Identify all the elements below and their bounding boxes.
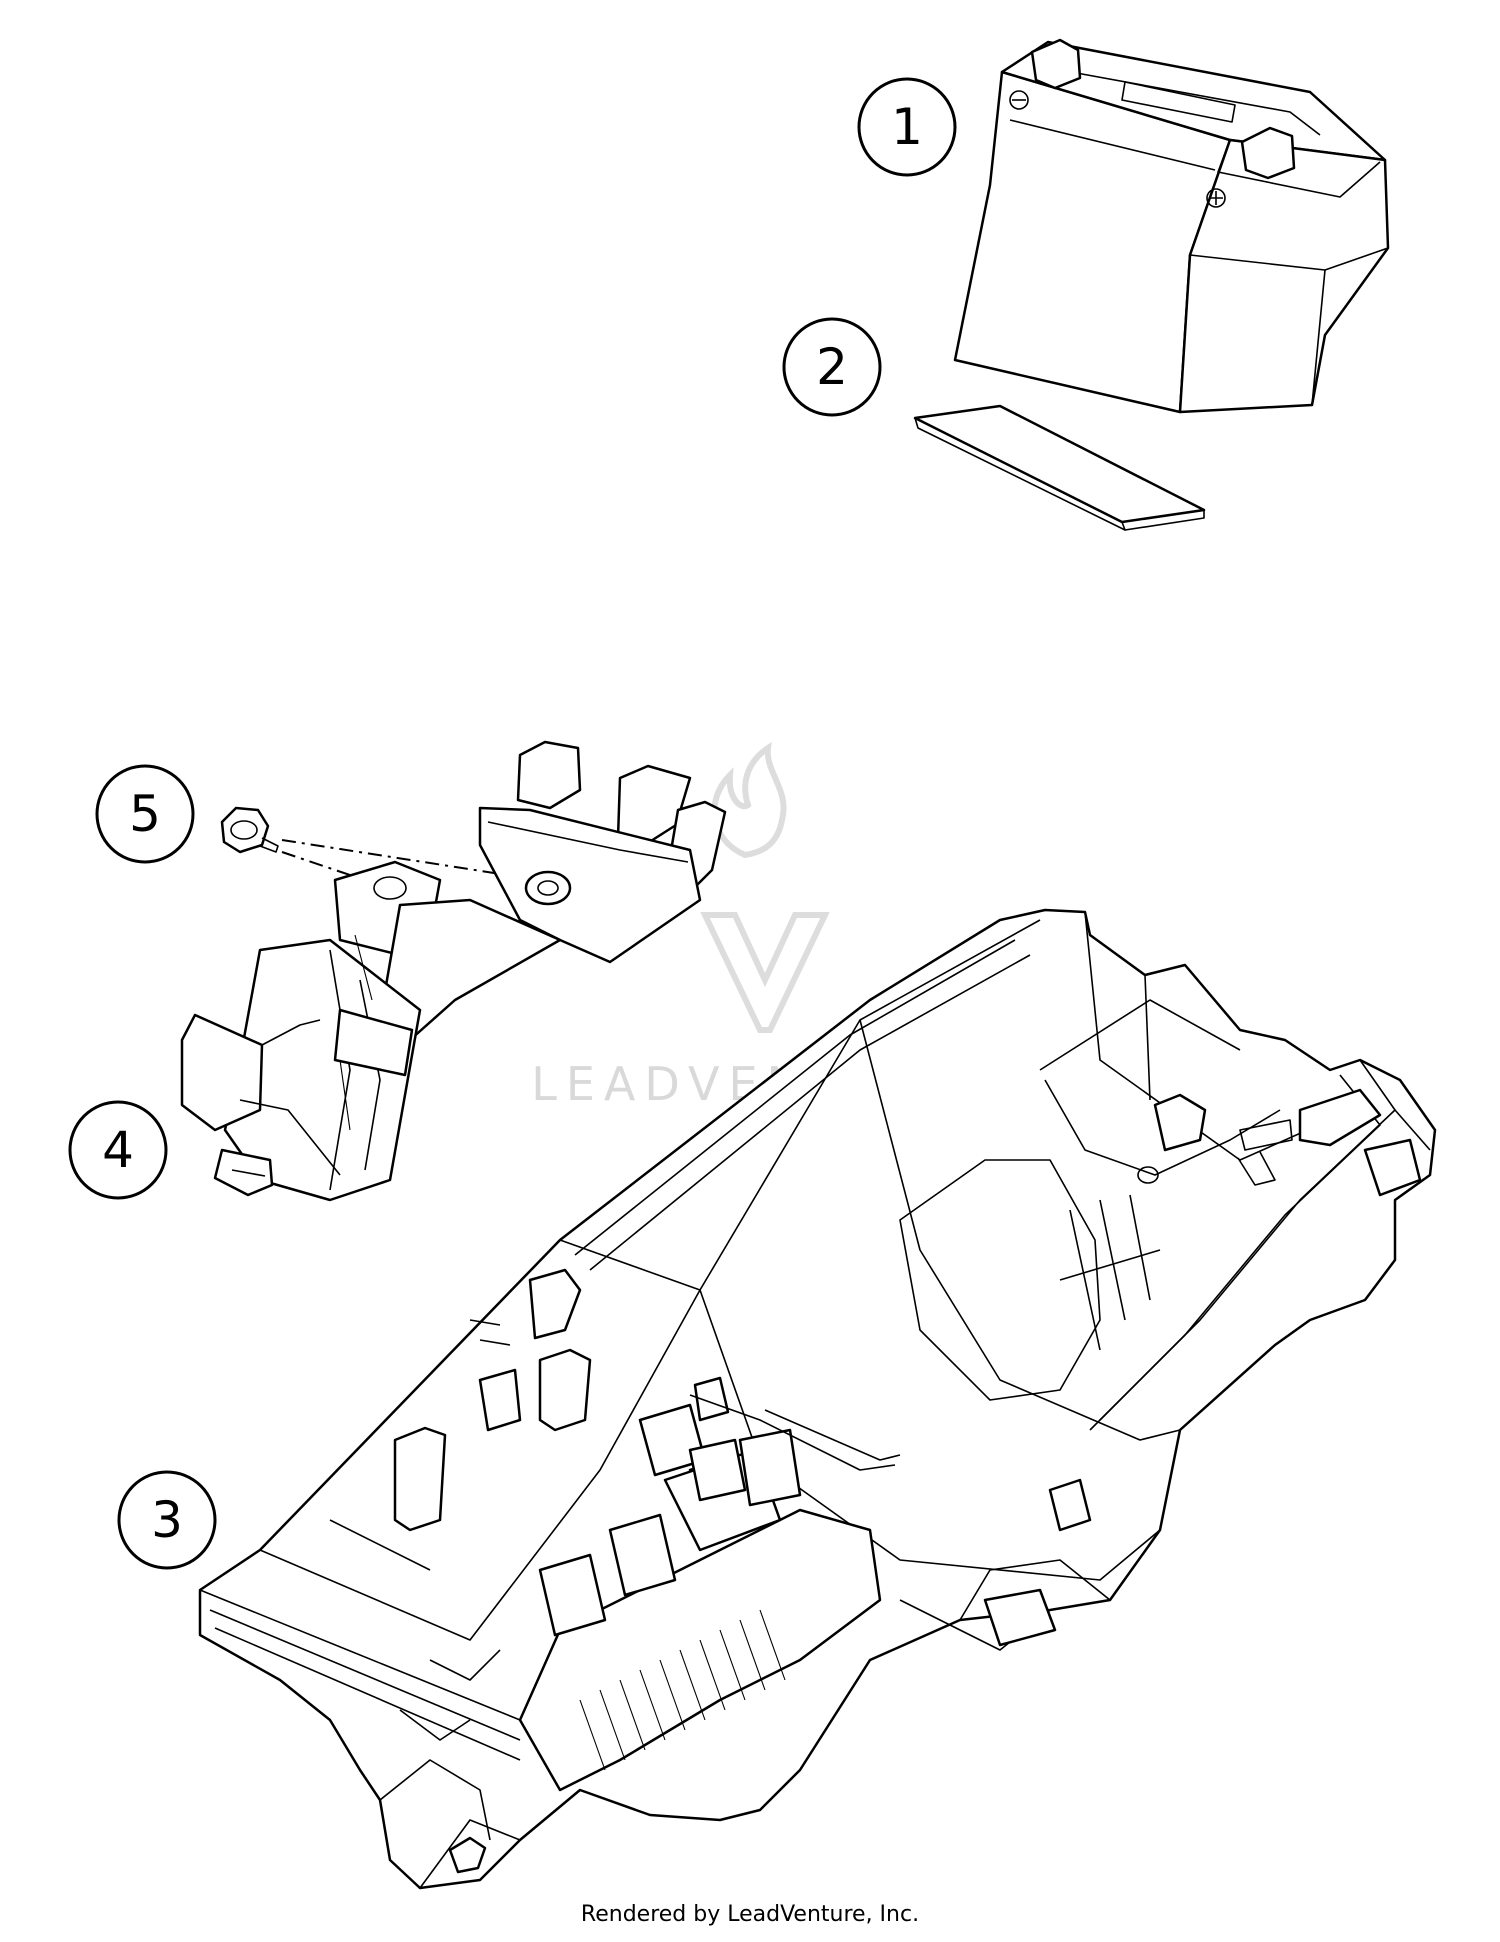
bolt-part xyxy=(220,806,279,854)
footer-credit: Rendered by LeadVenture, Inc. xyxy=(580,1902,920,1927)
battery-pad-part xyxy=(913,404,1206,531)
callout-4: 4 xyxy=(68,1100,168,1200)
callout-5: 5 xyxy=(95,764,195,864)
battery-part xyxy=(953,38,1390,414)
callout-3: 3 xyxy=(117,1470,217,1570)
flame-logo-icon xyxy=(700,741,830,1033)
alignment-line-2 xyxy=(281,851,401,893)
callout-number-2: 2 xyxy=(816,338,848,396)
alignment-line xyxy=(281,839,553,883)
battery-holder-part xyxy=(180,740,727,1202)
callout-number-1: 1 xyxy=(891,98,923,156)
callout-2: 2 xyxy=(782,317,882,417)
callout-number-4: 4 xyxy=(102,1121,134,1179)
callout-number-3: 3 xyxy=(151,1491,183,1549)
battery-box-part xyxy=(198,908,1437,1890)
callout-number-5: 5 xyxy=(129,785,161,843)
callout-1: 1 xyxy=(857,77,957,177)
